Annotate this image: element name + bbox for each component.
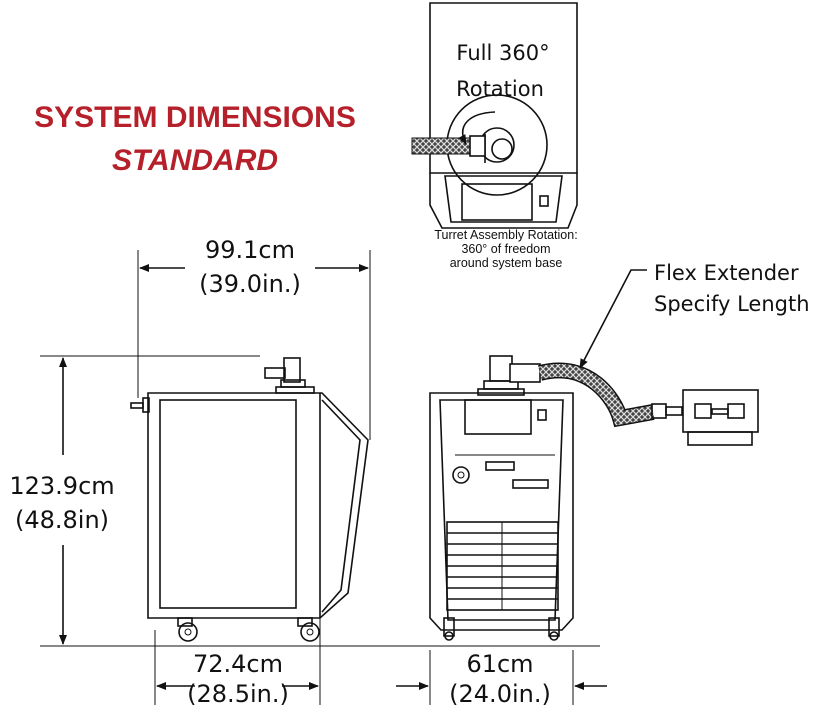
turret-caption-line-2: 360° of freedom [461,242,550,256]
title-line-2: STANDARD [112,144,278,177]
side-base-in: (28.5in.) [187,680,289,708]
top-view: Full 360° Rotation Turret Assembly Rotat… [411,2,578,270]
title-line-1: SYSTEM DIMENSIONS [34,101,356,134]
side-depth-cm: 99.1cm [205,236,295,264]
turret-caption-line-3: around system base [450,256,563,270]
output-head [682,389,759,446]
side-height-cm: 123.9cm [9,472,114,500]
hose-top-view [411,137,471,155]
side-base-cm: 72.4cm [193,650,283,678]
side-height-in: (48.8in) [15,506,109,534]
side-view: 99.1cm (39.0in.) 123.9cm (48.8in) 72.4cm… [9,236,380,708]
front-view: 61cm (24.0in.) [380,355,759,708]
vent-grille [446,521,559,611]
rotation-arrow [458,111,496,145]
flex-extender-line-1: Flex Extender [654,261,799,285]
rotation-label-line-2: Rotation [456,77,544,101]
front-width-cm: 61cm [466,650,533,678]
flex-extender-callout: Flex Extender Specify Length [579,261,810,369]
flex-extender-line-2: Specify Length [654,292,810,316]
turret-caption-line-1: Turret Assembly Rotation: [434,228,577,242]
rotation-label-line-1: Full 360° [456,41,549,65]
front-width-in: (24.0in.) [449,680,551,708]
side-depth-in: (39.0in.) [199,270,301,298]
